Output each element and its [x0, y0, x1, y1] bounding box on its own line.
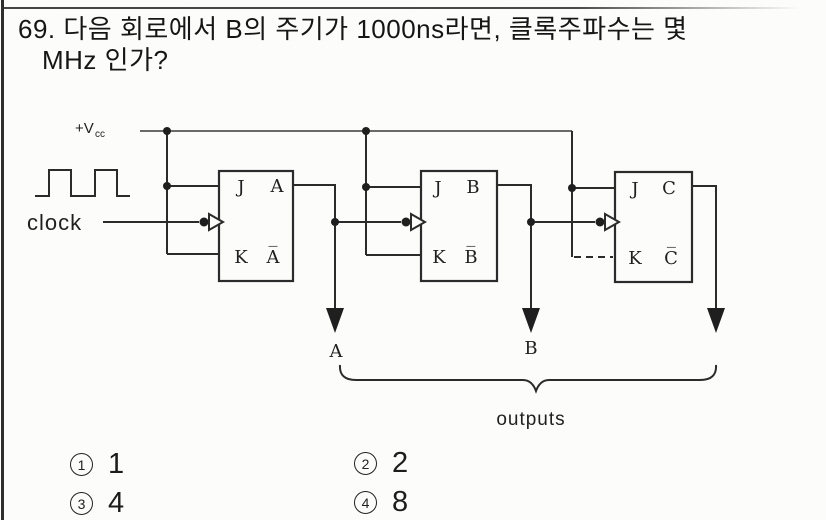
junction-dot	[331, 218, 339, 226]
output-arrow-b	[522, 308, 540, 333]
ff3-output-wire	[692, 185, 717, 309]
vcc-sub-label: cc	[95, 129, 105, 140]
ff3-j-label: J	[629, 179, 638, 200]
junction-dot	[362, 127, 370, 135]
ff3-clock-wedge-icon	[604, 212, 622, 232]
option-4-value: 8	[392, 486, 409, 518]
ff3-qbar-label: C̅	[664, 247, 678, 269]
ff1-q-label: A	[270, 176, 285, 197]
ff2-q-label: B	[466, 177, 479, 198]
ff1-jk-feed-wire	[166, 131, 219, 255]
option-1[interactable]: 1 1	[70, 450, 124, 479]
ff2-clock-bubble-icon	[401, 217, 411, 227]
option-3-value: 4	[108, 487, 125, 519]
option-1-marker[interactable]: 1	[70, 453, 93, 476]
option-1-value: 1	[108, 448, 125, 480]
question-line-1: 69. 다음 회로에서 B의 주기가 1000ns라면, 클록주파수는 몇	[18, 14, 798, 45]
clock-label: clock	[27, 210, 82, 235]
ff2-output-wire	[497, 184, 595, 309]
vcc-label: +V	[75, 120, 94, 137]
option-4[interactable]: 4 8	[354, 488, 408, 517]
option-2[interactable]: 2 2	[354, 449, 408, 478]
option-2-marker[interactable]: 2	[354, 452, 377, 475]
question-block: 69. 다음 회로에서 B의 주기가 1000ns라면, 클록주파수는 몇 MH…	[18, 14, 798, 76]
ff1-clock-wedge-icon	[208, 212, 226, 232]
ff1-k-label: K	[234, 247, 248, 268]
clock-waveform-icon	[35, 169, 130, 197]
option-3[interactable]: 3 4	[70, 489, 124, 518]
question-line-2: MHz 인가?	[42, 45, 169, 75]
option-4-marker[interactable]: 4	[354, 491, 377, 514]
question-number: 69.	[18, 14, 56, 44]
output-a-label: A	[329, 341, 344, 362]
ff1-j-label: J	[235, 177, 244, 198]
junction-dot	[362, 183, 370, 191]
question-text: 다음 회로에서 B의 주기가 1000ns라면, 클록주파수는 몇	[63, 14, 688, 44]
option-2-value: 2	[392, 447, 409, 479]
ff3-box	[613, 170, 694, 284]
ff1-clock-bubble-icon	[199, 217, 209, 227]
outputs-brace	[338, 364, 718, 394]
option-3-marker[interactable]: 3	[70, 492, 93, 515]
ff3-k-label: K	[628, 248, 642, 269]
output-arrow-c	[707, 308, 725, 333]
ff1-box	[217, 169, 295, 283]
page-left-border	[1, 0, 4, 520]
junction-dot	[527, 218, 535, 226]
junction-dot	[568, 184, 576, 192]
ff1-qbar-label: A̅	[266, 246, 281, 268]
ff2-k-label: K	[432, 247, 446, 268]
outputs-label: outputs	[496, 409, 565, 430]
output-b-label: B	[524, 338, 537, 359]
ff3-jk-feed-wire	[571, 131, 615, 257]
ff2-jk-feed-wire	[365, 131, 421, 256]
ff2-j-label: J	[432, 178, 441, 199]
ff3-clock-bubble-icon	[595, 217, 605, 227]
ff2-qbar-label: B̅	[464, 246, 477, 268]
page-top-border	[4, 7, 824, 9]
ff2-box	[419, 169, 499, 283]
ff1-output-wire	[293, 184, 401, 309]
junction-dot	[163, 182, 171, 190]
ff3-q-label: C	[662, 178, 676, 199]
ff2-clock-wedge-icon	[410, 212, 428, 232]
junction-dot	[163, 127, 171, 135]
output-arrow-a	[326, 308, 344, 333]
